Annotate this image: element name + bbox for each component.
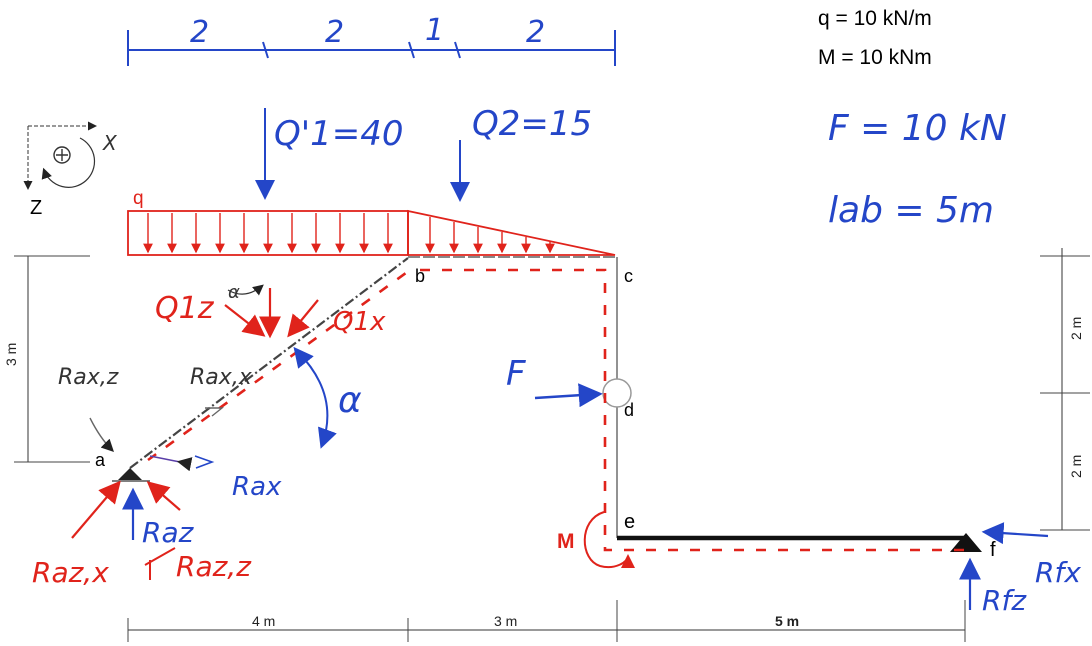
given-lab: lab = 5m bbox=[828, 190, 994, 231]
Raz-label: Raz bbox=[142, 516, 195, 549]
q-load-label: q bbox=[133, 188, 144, 209]
F-label: F bbox=[506, 354, 526, 394]
left-dimension: 3 m bbox=[3, 255, 90, 463]
Rfz-label: Rfz bbox=[982, 584, 1027, 617]
point-c-label: c bbox=[624, 266, 633, 286]
distributed-load-uniform: q bbox=[127, 188, 409, 256]
hinge-d-icon bbox=[602, 378, 632, 408]
point-a-label: a bbox=[95, 450, 106, 470]
given-M: M = 10 kNm bbox=[818, 46, 932, 69]
Q2-label: Q2=15 bbox=[472, 104, 592, 144]
bottom-dim-1-label: 4 m bbox=[252, 613, 275, 629]
support-a-icon bbox=[118, 468, 142, 480]
bottom-dim-3-label: 5 m bbox=[775, 613, 799, 629]
resultant-Q2: Q2=15 bbox=[450, 104, 592, 202]
top-dim-4: 2 bbox=[526, 15, 545, 50]
bottom-dim-2-label: 3 m bbox=[494, 613, 517, 629]
top-dim-3: 1 bbox=[425, 13, 444, 48]
structure bbox=[112, 256, 982, 552]
Raxx-label: Rax,x bbox=[190, 365, 253, 390]
support-f-icon bbox=[950, 533, 982, 552]
point-f-label: f bbox=[990, 539, 996, 561]
top-dim-2: 2 bbox=[325, 15, 344, 50]
force-F: F bbox=[506, 354, 603, 408]
coordinate-system: X Z bbox=[23, 121, 118, 219]
member-ab bbox=[129, 257, 409, 469]
axis-x-label: X bbox=[102, 131, 118, 155]
right-dim-upper-label: 2 m bbox=[1068, 317, 1084, 340]
Q1z-label: Q1z bbox=[155, 291, 215, 326]
right-dim-lower-label: 2 m bbox=[1068, 455, 1084, 478]
bottom-dimension: 4 m 3 m 5 m bbox=[127, 600, 966, 642]
Q1x-label: Q1x bbox=[333, 307, 386, 337]
top-dimension-line: 2 2 1 2 bbox=[127, 13, 616, 66]
reactions-f: Rfz Rfx bbox=[959, 522, 1081, 617]
left-dim-label: 3 m bbox=[3, 343, 19, 366]
top-dim-1: 2 bbox=[190, 15, 209, 50]
rotation-sign-icon bbox=[53, 146, 71, 164]
M-label: M bbox=[557, 530, 575, 553]
right-dimension: 2 m 2 m bbox=[1040, 248, 1090, 531]
resultant-Q1: Q'1=40 bbox=[255, 108, 404, 200]
angle-alpha: α bbox=[293, 346, 362, 449]
reactions-a: Rax,z Rax,x Rax Raz Raz,x Raz,z bbox=[32, 365, 282, 589]
Rax-label: Rax bbox=[232, 472, 282, 502]
Razz-label: Raz,z bbox=[176, 550, 252, 583]
Q1-components: Q1z Q1x α bbox=[155, 282, 386, 339]
given-F: F = 10 kN bbox=[828, 108, 1007, 149]
Razx-label: Raz,x bbox=[32, 556, 109, 589]
distributed-load-triangular bbox=[407, 209, 616, 256]
Rfx-label: Rfx bbox=[1035, 556, 1081, 589]
point-d-label: d bbox=[624, 400, 634, 420]
alpha-label: α bbox=[338, 380, 362, 421]
Raxz-label: Rax,z bbox=[58, 365, 119, 390]
Q1-label: Q'1=40 bbox=[274, 114, 404, 154]
moment-M: M bbox=[557, 511, 635, 569]
axis-z-label: Z bbox=[30, 197, 42, 219]
dashed-path bbox=[147, 268, 965, 552]
point-e-label: e bbox=[624, 511, 635, 533]
point-b-label: b bbox=[415, 266, 425, 286]
given-q: q = 10 kN/m bbox=[818, 7, 932, 30]
